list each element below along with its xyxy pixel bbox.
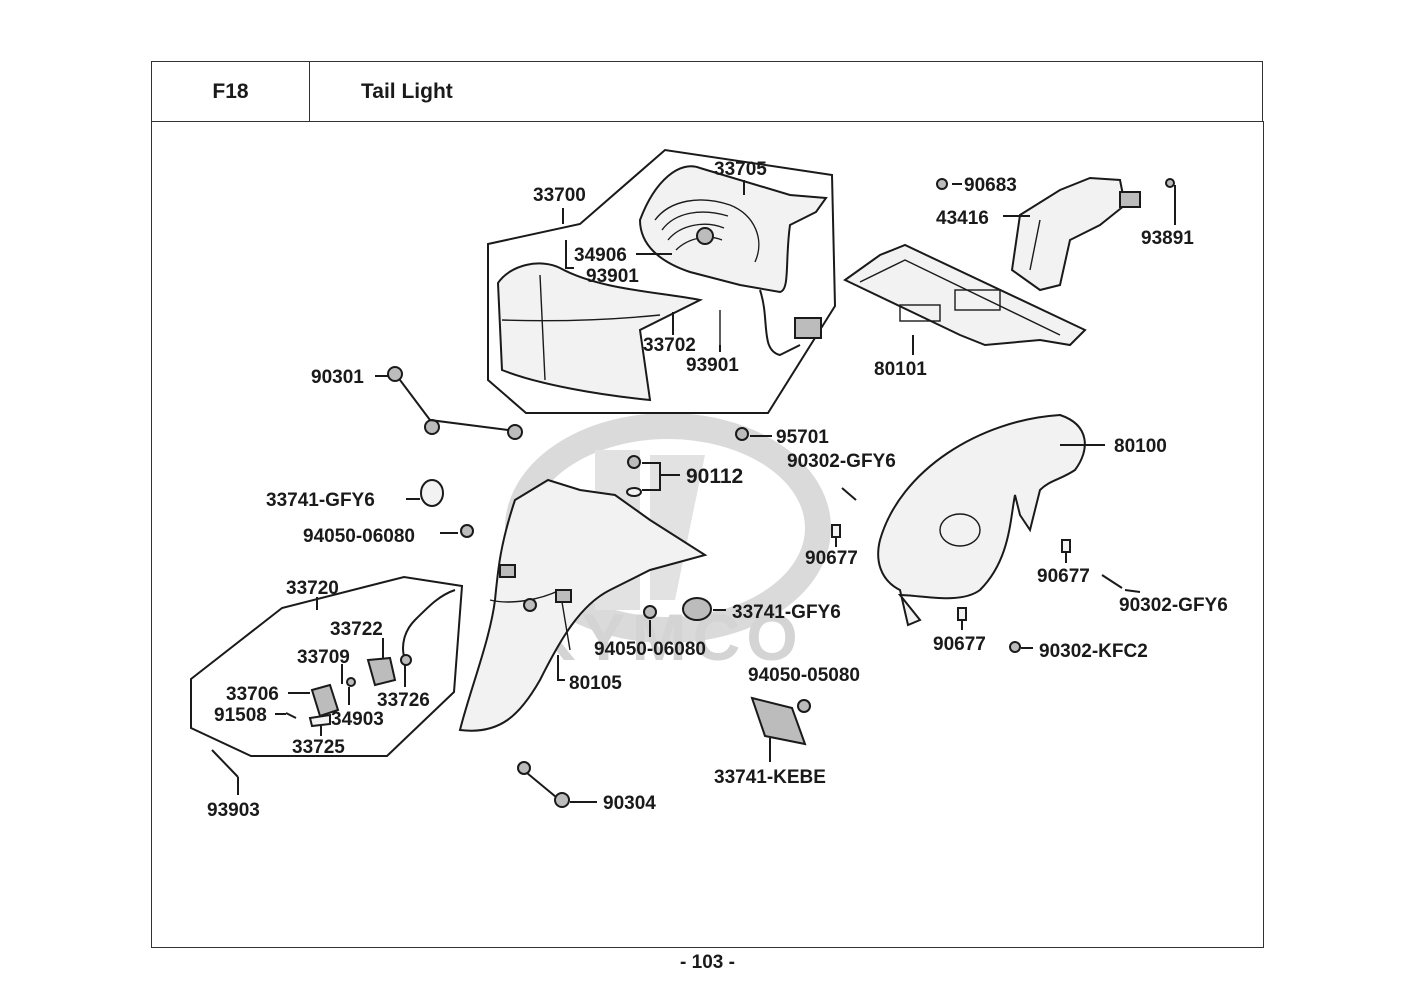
screw-95701 xyxy=(735,427,749,441)
diagram-frame xyxy=(151,121,1264,948)
license-lamp-parts xyxy=(285,589,456,728)
label-33741-kebe: 33741-KEBE xyxy=(714,767,826,788)
nut-94050-05080 xyxy=(797,699,811,713)
license-light-bracket xyxy=(1010,176,1141,292)
leader-lines xyxy=(237,180,1176,803)
screw-90302-b xyxy=(1101,574,1123,589)
label-33726: 33726 xyxy=(377,690,430,711)
nut-94050-a xyxy=(460,524,474,538)
label-90304: 90304 xyxy=(603,793,656,814)
reflector-33741-b xyxy=(682,597,712,621)
group-outline-33720 xyxy=(190,575,464,757)
label-33741-gfy6-a: 33741-GFY6 xyxy=(266,490,375,511)
label-90302-gfy6-b: 90302-GFY6 xyxy=(1119,595,1228,616)
label-94050-05080: 94050-05080 xyxy=(748,665,860,686)
label-80100: 80100 xyxy=(1114,436,1167,457)
label-33702: 33702 xyxy=(643,335,696,356)
label-94050-06080-a: 94050-06080 xyxy=(303,526,415,547)
clip-90677-c xyxy=(957,607,967,621)
grommet-90304 xyxy=(517,761,570,808)
section-title: Tail Light xyxy=(309,61,1263,122)
label-90112: 90112 xyxy=(686,465,743,488)
clip-90677-b xyxy=(1061,539,1071,553)
bulb-93903 xyxy=(211,749,239,778)
screw-90112 xyxy=(626,455,642,497)
bolt-set-90301 xyxy=(387,366,523,440)
label-80105: 80105 xyxy=(569,673,622,694)
tail-light-housing xyxy=(638,165,828,357)
label-33706: 33706 xyxy=(226,684,279,705)
label-94050-06080-b: 94050-06080 xyxy=(594,639,706,660)
label-90683: 90683 xyxy=(964,175,1017,196)
screw-90302-kfc2 xyxy=(1009,641,1021,653)
bolt-90683 xyxy=(936,178,948,190)
label-93903: 93903 xyxy=(207,800,260,821)
label-34906: 34906 xyxy=(574,245,627,266)
label-90677-a: 90677 xyxy=(805,548,858,569)
label-33722: 33722 xyxy=(330,619,383,640)
label-33741-gfy6-b: 33741-GFY6 xyxy=(732,602,841,623)
label-34903: 34903 xyxy=(331,709,384,730)
inner-fender xyxy=(458,478,708,732)
clip-90677-a xyxy=(831,524,841,538)
label-33700: 33700 xyxy=(533,185,586,206)
part-labels: 33700 33705 34906 93901 33702 93901 9068… xyxy=(207,159,1228,821)
reflector-33741-a xyxy=(420,479,444,507)
rear-fender xyxy=(877,413,1086,627)
label-93891: 93891 xyxy=(1141,228,1194,249)
tail-light-lens xyxy=(496,262,704,402)
label-43416: 43416 xyxy=(936,208,989,229)
label-33709: 33709 xyxy=(297,647,350,668)
nut-94050-b xyxy=(643,605,657,619)
label-33705: 33705 xyxy=(714,159,767,180)
label-90677-b: 90677 xyxy=(1037,566,1090,587)
bulb-93891 xyxy=(1165,178,1175,188)
page-number: - 103 - xyxy=(680,952,735,973)
label-33725: 33725 xyxy=(292,737,345,758)
label-95701: 95701 xyxy=(776,427,829,448)
label-80101: 80101 xyxy=(874,359,927,380)
label-33720: 33720 xyxy=(286,578,339,599)
label-90677-c: 90677 xyxy=(933,634,986,655)
label-90302-gfy6-a: 90302-GFY6 xyxy=(787,451,896,472)
label-93901-b: 93901 xyxy=(686,355,739,376)
license-plate-bracket xyxy=(843,243,1087,347)
label-93901-a: 93901 xyxy=(586,266,639,287)
label-91508: 91508 xyxy=(214,705,267,726)
reflector-33741-kebe xyxy=(750,696,807,746)
screw-90302-a xyxy=(841,487,857,501)
label-90302-kfc2: 90302-KFC2 xyxy=(1039,641,1148,662)
label-90301: 90301 xyxy=(311,367,364,388)
group-outline-33700 xyxy=(487,148,837,414)
